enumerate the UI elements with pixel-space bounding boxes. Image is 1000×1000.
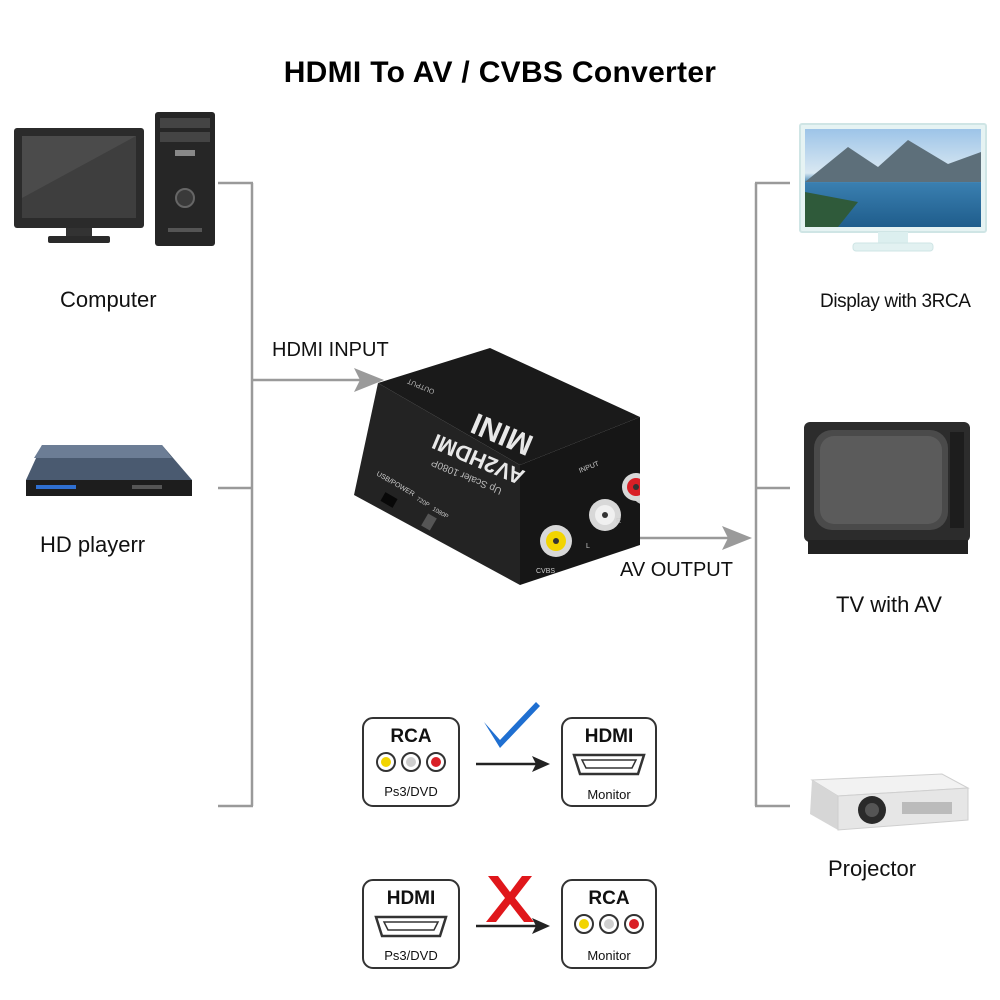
hdmi-input-label: HDMI INPUT: [272, 339, 389, 361]
converter-device: MINI AV2HDMI Up Scaler 1080P OUTPUT USB/…: [354, 348, 640, 585]
computer-label: Computer: [60, 287, 157, 312]
rca-jack-white: [589, 499, 621, 531]
legend-ok-to-title: HDMI: [585, 726, 634, 747]
usb-port: [380, 492, 398, 508]
legend-bad-to-title: RCA: [588, 888, 629, 909]
valid-arrow-head: [532, 756, 550, 772]
computer-icon: [14, 112, 215, 246]
tv-label: TV with AV: [836, 592, 942, 617]
output-arrow-head: [722, 526, 752, 550]
projector-icon: [810, 773, 970, 831]
rca-jack-red-inner: [622, 473, 640, 501]
cross-icon: [486, 876, 534, 922]
av-output-label: AV OUTPUT: [620, 559, 733, 581]
legend-invalid: HDMI Ps3/DVD RCA Monitor: [362, 876, 657, 969]
hd-player-icon: [26, 445, 192, 496]
legend-bad-from-sub: Ps3/DVD: [384, 948, 437, 963]
legend-bad-to-sub: Monitor: [587, 948, 631, 963]
tv-icon: [804, 422, 970, 554]
input-arrow-head: [354, 368, 384, 392]
legend-ok-from-title: RCA: [390, 726, 431, 747]
projector-label: Projector: [828, 856, 917, 881]
legend-bad-from-title: HDMI: [387, 888, 436, 909]
page-title: HDMI To AV / CVBS Converter: [283, 56, 717, 89]
rca-jack-yellow: [540, 525, 572, 557]
legend-ok-from-sub: Ps3/DVD: [384, 784, 437, 799]
legend-ok-to-sub: Monitor: [587, 787, 631, 802]
jack-l-label: L: [586, 543, 590, 550]
jack-r-label: R: [616, 518, 621, 525]
display-label: Display with 3RCA: [820, 291, 971, 312]
jack-cvbs-label: CVBS: [536, 568, 555, 575]
legend-valid: RCA Ps3/DVD HDMI Monitor: [362, 702, 657, 807]
check-icon: [484, 702, 540, 748]
hd-player-label: HD playerr: [40, 532, 146, 557]
resolution-switch: [421, 513, 437, 531]
display-icon: [799, 123, 987, 252]
invalid-arrow-head: [532, 918, 550, 934]
